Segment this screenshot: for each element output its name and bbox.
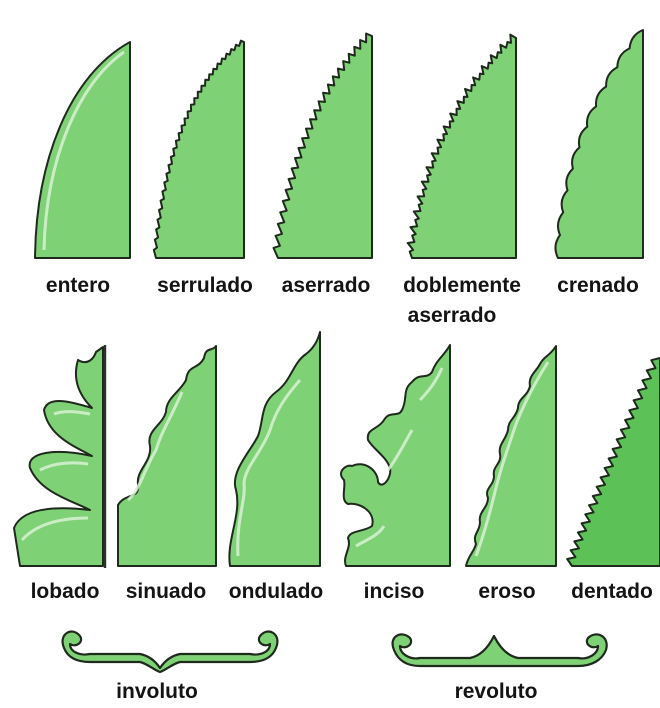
leaf-crenado — [554, 29, 644, 259]
label-serrulado: serrulado — [157, 274, 253, 297]
label-sinuado: sinuado — [125, 580, 207, 603]
leaf-doblemente-aserrado — [406, 33, 517, 259]
leaf-dentado — [566, 357, 660, 567]
leaf-sinuado — [117, 345, 217, 567]
label-inciso: inciso — [363, 580, 425, 603]
label-doblemente-line2: aserrado — [407, 304, 497, 327]
involuto-ornament — [61, 630, 279, 674]
label-revoluto: revoluto — [454, 680, 538, 703]
label-dentado: dentado — [571, 580, 653, 603]
leaf-serrulado — [152, 39, 245, 259]
label-entero: entero — [45, 274, 111, 297]
leaf-ondulado — [228, 331, 321, 567]
label-involuto: involuto — [116, 680, 198, 703]
leaf-inciso — [340, 344, 451, 567]
label-doblemente-line1: doblemente — [403, 274, 521, 297]
label-eroso: eroso — [478, 580, 536, 603]
label-aserrado: aserrado — [281, 274, 371, 297]
label-crenado: crenado — [557, 274, 639, 297]
revoluto-ornament — [391, 633, 608, 668]
label-lobado: lobado — [30, 580, 100, 603]
leaf-eroso — [465, 345, 557, 567]
leaf-lobado — [13, 345, 107, 568]
leaf-aserrado — [272, 32, 373, 259]
leaf-entero — [34, 41, 131, 259]
label-ondulado: ondulado — [228, 580, 324, 603]
